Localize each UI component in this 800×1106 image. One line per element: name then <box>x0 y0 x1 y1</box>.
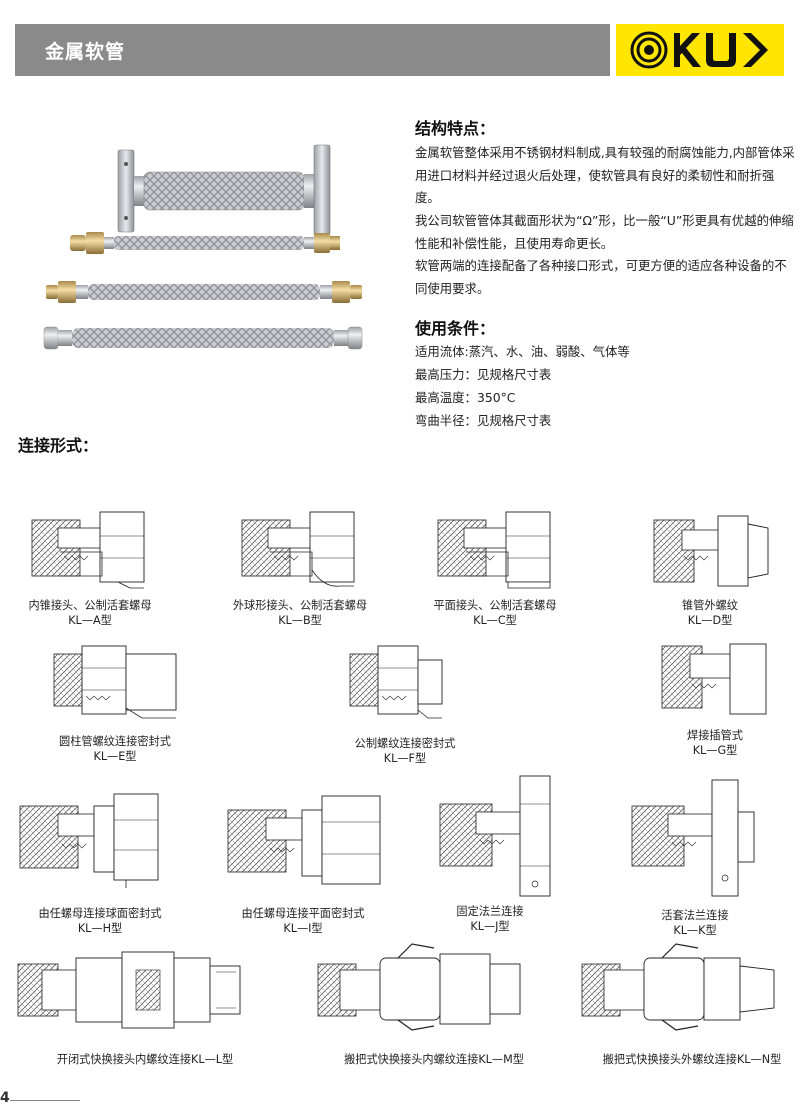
diagram-kl-n <box>581 943 775 1031</box>
caption-kl-g: 焊接插管式 KL—G型 <box>660 728 770 758</box>
caption-kl-i-name: 由任螺母连接平面密封式 <box>241 907 365 920</box>
caption-kl-h-name: 由任螺母连接球面密封式 <box>38 907 162 920</box>
caption-kl-f-name: 公制螺纹连接密封式 <box>354 737 456 750</box>
caption-kl-h: 由任螺母连接球面密封式 KL—H型 <box>20 906 180 936</box>
connections-heading: 连接形式： <box>18 436 99 455</box>
kl-target-logo-icon <box>630 31 768 69</box>
diagram-kl-e <box>53 645 177 719</box>
caption-kl-e: 圆柱管螺纹连接密封式 KL—E型 <box>40 734 190 764</box>
brand-logo <box>616 24 784 76</box>
structure-heading: 结构特点： <box>415 119 496 138</box>
diagram-kl-g <box>661 643 767 715</box>
caption-kl-j-code: KL—J型 <box>470 920 510 933</box>
caption-kl-c-code: KL—C型 <box>473 614 517 627</box>
caption-kl-c-name: 平面接头、公制活套螺母 <box>433 599 557 612</box>
structure-paragraph-2: 我公司软管管体其截面形状为“Ω”形，比一般“U”形更具有优越的伸缩性能和补偿性能… <box>415 213 794 251</box>
caption-kl-i-code: KL—I型 <box>283 922 323 935</box>
structure-paragraph-3: 软管两端的连接配备了各种接口形式，可更方便的适应各种设备的不同使用要求。 <box>415 258 787 296</box>
caption-kl-g-code: KL—G型 <box>692 744 738 757</box>
caption-kl-k-code: KL—K型 <box>673 924 717 937</box>
caption-kl-b-code: KL—B型 <box>278 614 322 627</box>
page-title: 金属软管 <box>45 41 126 63</box>
caption-kl-h-code: KL—H型 <box>77 922 123 935</box>
caption-kl-m: 搬把式快换接头内螺纹连接KL—M型 <box>344 1053 524 1066</box>
caption-kl-d: 锥管外螺纹 KL—D型 <box>640 598 780 628</box>
condition-radius: 弯曲半径：见规格尺寸表 <box>415 413 552 428</box>
conditions-heading: 使用条件： <box>415 319 496 338</box>
page-number-rule <box>10 1100 80 1101</box>
metal-hose-photo <box>43 144 363 350</box>
caption-kl-k: 活套法兰连接 KL—K型 <box>640 908 750 938</box>
diagram-kl-f <box>349 645 443 719</box>
caption-kl-n: 搬把式快换接头外螺纹连接KL—N型 <box>602 1053 782 1066</box>
caption-kl-j-name: 固定法兰连接 <box>456 905 524 918</box>
diagram-kl-i <box>227 795 381 885</box>
caption-kl-b-name: 外球形接头、公制活套螺母 <box>232 599 368 612</box>
header-bar: 金属软管 <box>15 24 610 76</box>
condition-fluid: 适用流体:蒸汽、水、油、弱酸、气体等 <box>415 344 630 359</box>
condition-temperature: 最高温度：350°C <box>415 390 516 405</box>
page-number: 4 <box>0 1090 10 1106</box>
caption-kl-a-name: 内锥接头、公制活套螺母 <box>28 599 152 612</box>
caption-kl-i: 由任螺母连接平面密封式 KL—I型 <box>228 906 378 936</box>
diagram-kl-m <box>317 943 521 1031</box>
caption-kl-c: 平面接头、公制活套螺母 KL—C型 <box>420 598 570 628</box>
diagram-kl-h <box>19 793 159 888</box>
structure-paragraph-1: 金属软管整体采用不锈钢材料制成,具有较强的耐腐蚀能力,内部管体采用进口材料并经过… <box>415 145 795 205</box>
diagram-kl-l <box>17 951 241 1029</box>
caption-kl-d-code: KL—D型 <box>687 614 733 627</box>
diagram-kl-d <box>653 515 769 587</box>
caption-kl-j: 固定法兰连接 KL—J型 <box>430 904 550 934</box>
diagram-kl-b <box>241 511 355 587</box>
diagram-kl-c <box>437 511 551 589</box>
caption-kl-f-code: KL—F型 <box>383 752 427 765</box>
diagram-kl-j <box>439 775 551 897</box>
caption-kl-e-name: 圆柱管螺纹连接密封式 <box>59 735 171 748</box>
caption-kl-d-name: 锥管外螺纹 <box>682 599 738 612</box>
caption-kl-e-code: KL—E型 <box>93 750 137 763</box>
caption-kl-b: 外球形接头、公制活套螺母 KL—B型 <box>220 598 380 628</box>
caption-kl-l: 开闭式快换接头内螺纹连接KL—L型 <box>56 1053 234 1066</box>
caption-kl-a: 内锥接头、公制活套螺母 KL—A型 <box>20 598 160 628</box>
condition-pressure: 最高压力：见规格尺寸表 <box>415 367 552 382</box>
caption-kl-a-code: KL—A型 <box>68 614 112 627</box>
diagram-kl-a <box>31 511 145 589</box>
caption-kl-k-name: 活套法兰连接 <box>661 909 729 922</box>
caption-kl-f: 公制螺纹连接密封式 KL—F型 <box>340 736 470 766</box>
diagram-kl-k <box>631 779 755 897</box>
caption-kl-g-name: 焊接插管式 <box>687 729 743 742</box>
